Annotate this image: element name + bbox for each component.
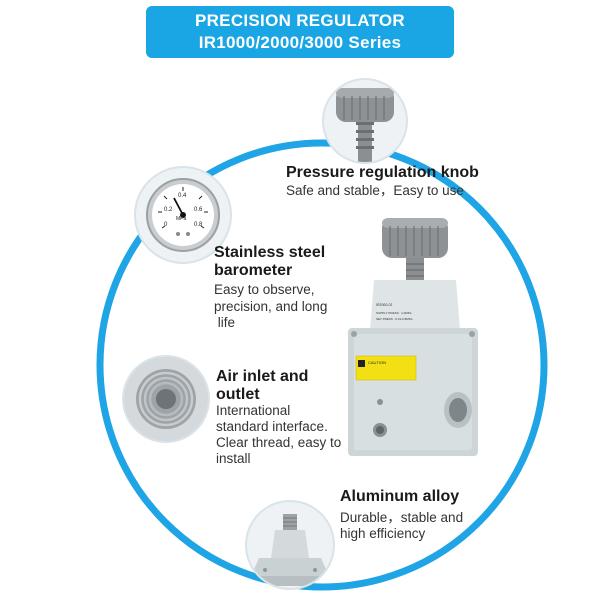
feature-title-knob: Pressure regulation knob (286, 164, 479, 181)
feature-desc-knob: Safe and stable，Easy to use (286, 183, 464, 198)
threaded-port-icon (122, 355, 210, 443)
feature-desc-aluminum-1: Durable，stable and (340, 510, 464, 525)
caution-label: CAUTION (368, 360, 386, 365)
gauge-unit: MPa (176, 216, 187, 222)
title-banner: PRECISION REGULATOR IR1000/2000/3000 Ser… (146, 6, 454, 58)
feature-title-port-1: Air inlet and (216, 368, 309, 385)
feature-desc-barometer-3: life (214, 315, 236, 330)
gauge-tick-1: 0.2 (164, 207, 173, 213)
gauge-tick-0: 0 (164, 222, 168, 228)
feature-desc-port-3: Clear thread, easy to (216, 435, 342, 450)
knob-icon (322, 78, 408, 164)
pressure-gauge-icon: 0 0.2 0.4 0.6 0.8 MPa (134, 166, 232, 264)
feature-title-barometer-1: Stainless steel (214, 244, 326, 261)
product-spec-line-1: SUPPLY PRESS : 1.0MPa (376, 311, 412, 315)
feature-desc-port-4: install (216, 451, 251, 466)
gauge-tick-3: 0.6 (194, 207, 203, 213)
feature-desc-aluminum-2: high efficiency (340, 526, 426, 541)
feature-desc-port-1: International (216, 403, 291, 418)
feature-title-port-2: outlet (216, 386, 260, 403)
feature-desc-port-2: standard interface. (216, 419, 328, 434)
feature-desc-barometer-2: precision, and long (214, 299, 328, 314)
fitting-icon (245, 500, 335, 590)
product-spec-line-2: SET PRESS : 0.01-0.8MPa (376, 317, 413, 321)
gauge-tick-2: 0.4 (178, 193, 187, 199)
regulator-product-image: IR2000-02 SUPPLY PRESS : 1.0MPa SET PRES… (348, 218, 478, 456)
banner-title: PRECISION REGULATOR (194, 11, 406, 30)
product-model-label: IR2000-02 (376, 303, 392, 307)
gauge-tick-4: 0.8 (194, 222, 203, 228)
feature-title-barometer-2: barometer (214, 262, 293, 279)
feature-title-aluminum: Aluminum alloy (340, 488, 460, 505)
banner-subtitle: IR1000/2000/3000 Series (198, 33, 402, 52)
feature-desc-barometer-1: Easy to observe, (214, 282, 315, 297)
